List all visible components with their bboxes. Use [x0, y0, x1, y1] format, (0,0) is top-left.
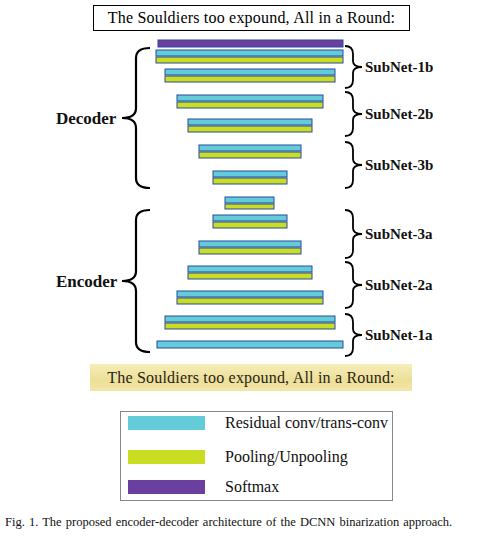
conv-bar [156, 50, 343, 56]
pool-bar [177, 298, 323, 304]
encoder-brace [122, 210, 150, 352]
legend-text: Softmax [225, 479, 279, 495]
section-label: Encoder [56, 273, 117, 290]
pool-bar [188, 273, 312, 279]
layer-bars [156, 40, 343, 348]
conv-bar [213, 171, 287, 177]
pool-bar [165, 76, 335, 82]
subnet-brace [345, 46, 362, 88]
subnet-brace [345, 262, 362, 308]
binarized-image-box: The Souldiers too expound, All in a Roun… [93, 5, 410, 31]
conv-bar [213, 215, 287, 221]
conv-bar [157, 341, 343, 348]
pool-bar [225, 204, 274, 209]
subnet-brace [345, 142, 362, 188]
pool-bar [188, 126, 312, 132]
conv-bar [199, 145, 301, 151]
subnet-label: SubNet-1a [365, 328, 433, 343]
conv-bar [177, 291, 323, 297]
conv-bar [225, 197, 274, 203]
subnet-label: SubNet-3a [365, 227, 433, 242]
conv-bar [165, 69, 335, 75]
conv-bar [188, 266, 312, 272]
legend-text: Residual conv/trans-conv [225, 415, 388, 431]
subnet-label: SubNet-3b [365, 158, 433, 173]
pool-bar [199, 152, 301, 158]
legend-swatch [128, 450, 205, 464]
pool-bar [213, 222, 287, 228]
subnet-braces [345, 46, 362, 356]
image-text: The Souldiers too expound, All in a Roun… [108, 9, 396, 27]
image-text: The Souldiers too expound, All in a Roun… [107, 369, 395, 387]
pool-bar [165, 323, 335, 329]
figure-caption: Fig. 1. The proposed encoder-decoder arc… [5, 515, 497, 530]
pool-bar [177, 102, 323, 108]
legend-swatch [128, 416, 205, 430]
braces [122, 48, 150, 352]
pool-bar [156, 57, 343, 63]
conv-bar [165, 316, 335, 322]
softmax-bar [158, 40, 343, 47]
legend-frame [121, 412, 393, 501]
legend-text: Pooling/Unpooling [225, 449, 348, 465]
subnet-brace [345, 210, 362, 258]
conv-bar [188, 119, 312, 125]
legend-swatch [128, 480, 205, 494]
section-label: Decoder [56, 110, 116, 127]
conv-bar [177, 95, 323, 101]
pool-bar [199, 248, 301, 254]
subnet-brace [345, 314, 362, 356]
subnet-label: SubNet-2a [365, 278, 433, 293]
subnet-label: SubNet-2b [365, 107, 433, 122]
decoder-brace [122, 48, 150, 188]
input-image-box: The Souldiers too expound, All in a Roun… [90, 364, 412, 391]
conv-bar [199, 241, 301, 247]
subnet-label: SubNet-1b [365, 60, 433, 75]
subnet-brace [345, 92, 362, 136]
pool-bar [213, 178, 287, 184]
